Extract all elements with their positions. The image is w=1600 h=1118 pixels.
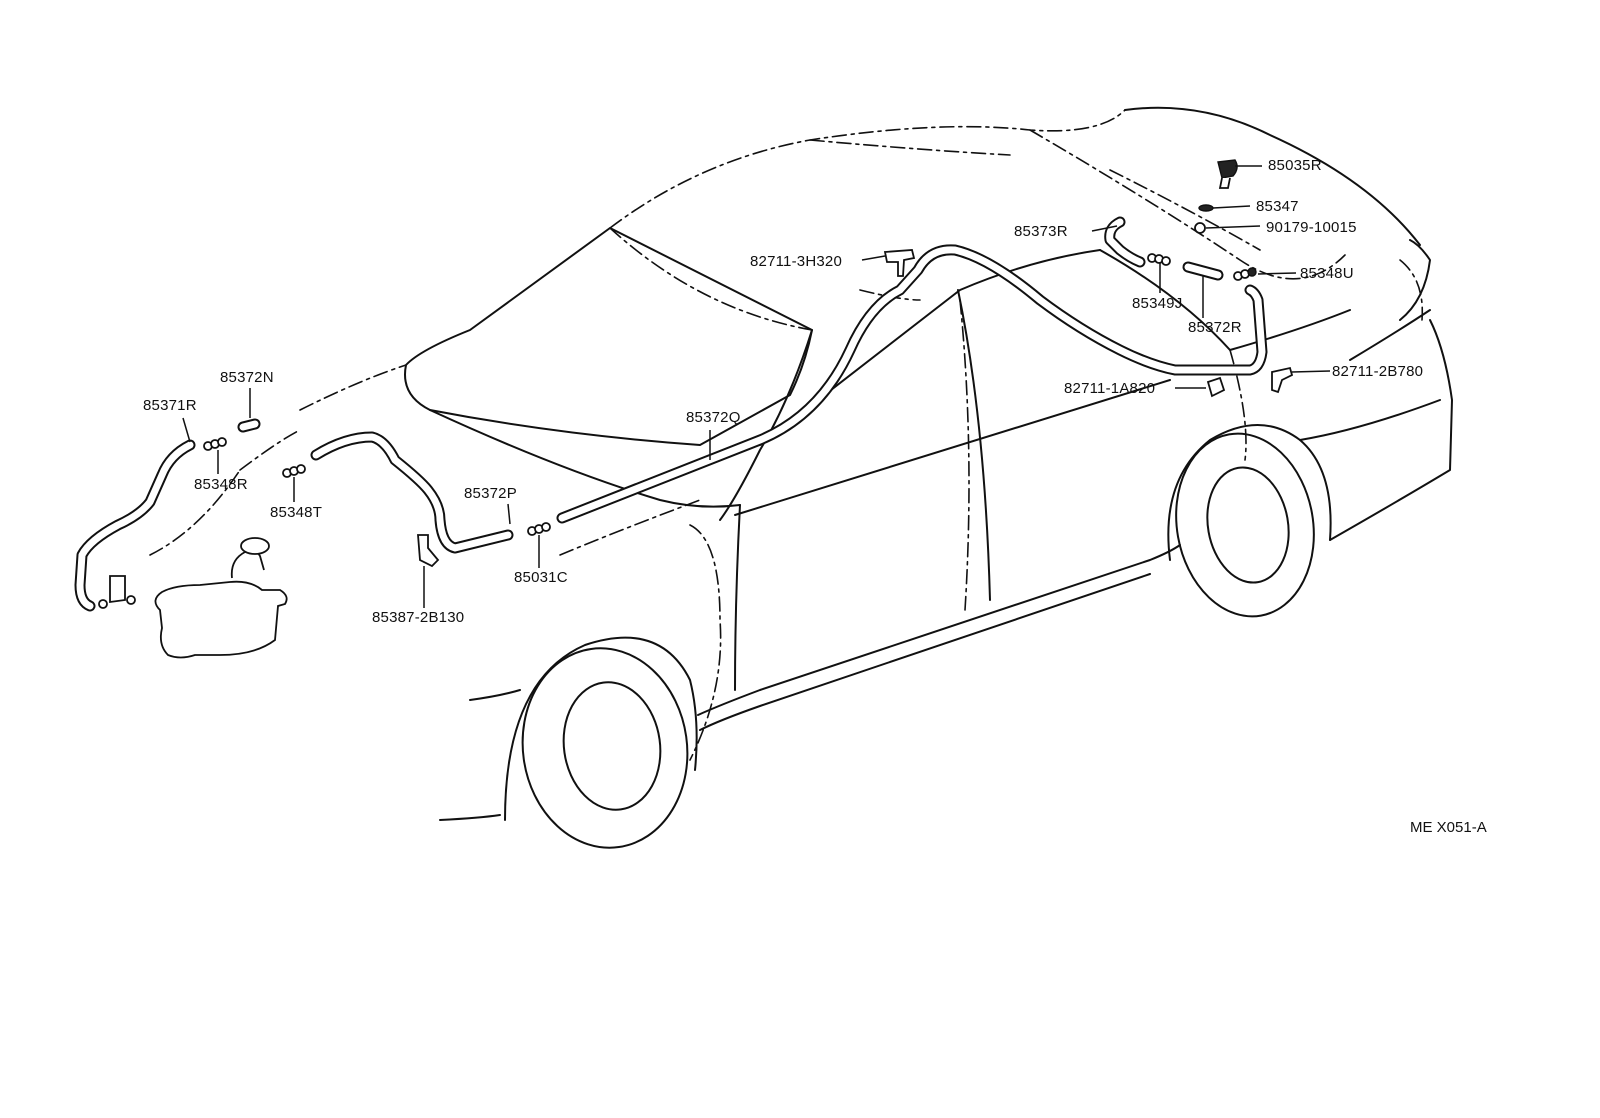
part-label-85349J: 85349J	[1132, 295, 1183, 312]
part-label-85387-2B130: 85387-2B130	[372, 609, 465, 626]
part-label-90179-10015: 90179-10015	[1266, 219, 1357, 236]
part-label-82711-2B780: 82711-2B780	[1332, 363, 1424, 380]
part-label-85031C: 85031C	[514, 569, 568, 586]
part-label-85372N: 85372N	[220, 369, 274, 386]
part-label-85373R: 85373R	[1014, 223, 1068, 240]
part-label-85372P: 85372P	[464, 485, 517, 502]
diagram-code: ME X051-A	[1410, 819, 1487, 836]
washer-hoses	[74, 216, 1268, 612]
leader-lines	[182, 165, 1331, 608]
car-body-outline	[404, 106, 1453, 849]
part-label-85348U: 85348U	[1300, 265, 1354, 282]
part-label-82711-1A820: 82711-1A820	[1064, 380, 1156, 397]
phantom-lines	[149, 109, 1424, 761]
part-label-82711-3H320: 82711-3H320	[750, 253, 842, 270]
part-label-85347: 85347	[1256, 198, 1299, 215]
part-label-85372Q: 85372Q	[686, 409, 741, 426]
connectors	[98, 159, 1294, 659]
part-label-85372R: 85372R	[1188, 319, 1242, 336]
part-label-85348R: 85348R	[194, 476, 248, 493]
part-label-85371R: 85371R	[143, 397, 197, 414]
part-label-85348T: 85348T	[270, 504, 323, 521]
part-label-85035R: 85035R	[1268, 157, 1322, 174]
